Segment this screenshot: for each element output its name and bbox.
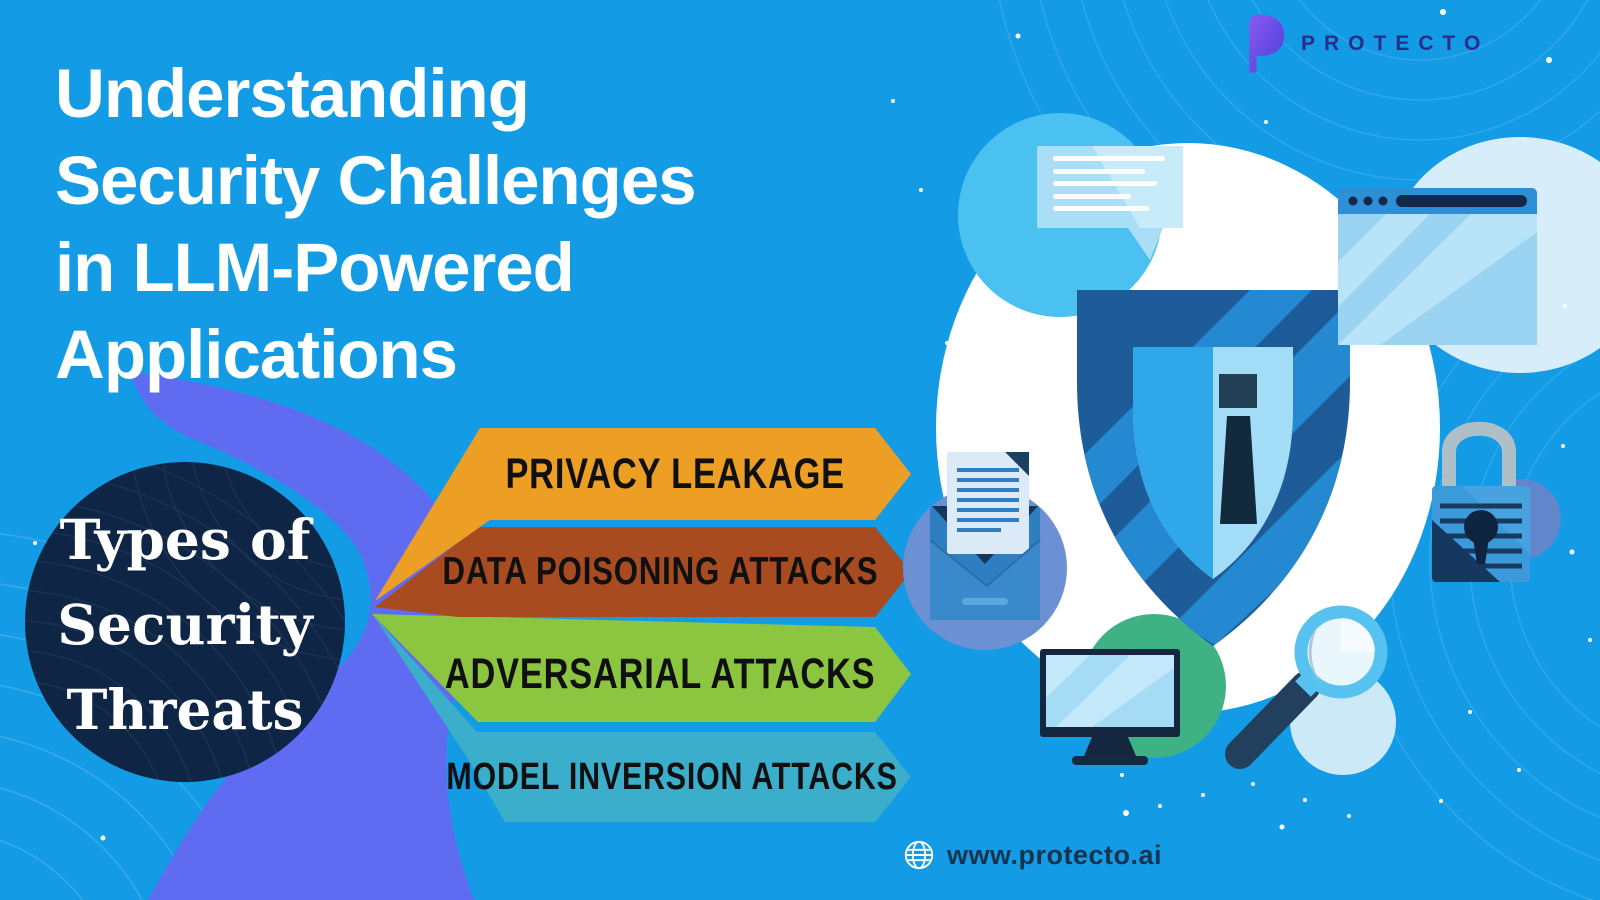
purple-ribbon [130, 372, 476, 900]
protecto-logo-icon [1249, 14, 1285, 73]
banner-model-inversion [374, 616, 911, 822]
title-line: Applications [55, 316, 458, 393]
hub-circle [25, 462, 345, 782]
alert-mark-icon [1219, 374, 1257, 524]
magnifying-glass-icon [1225, 605, 1396, 775]
padlock-icon [1432, 421, 1561, 582]
website-url: www.protecto.ai [947, 839, 1163, 870]
hub-label-line: Types of [59, 507, 311, 572]
page-title: Understanding Security Challenges in LLM… [55, 50, 697, 398]
threat-label-text: ADVERSARIAL ATTACKS [444, 650, 876, 698]
threat-label-text: MODEL INVERSION ATTACKS [446, 755, 899, 798]
threat-label-data-poisoning: DATA POISONING ATTACKS [442, 527, 878, 617]
banner-data-poisoning [375, 527, 911, 617]
title-line: Security Challenges [55, 142, 697, 219]
threat-label-model-inversion: MODEL INVERSION ATTACKS [446, 732, 899, 822]
hub-label-line: Security [57, 592, 313, 657]
star-dots [33, 9, 1592, 841]
footer: www.protecto.ai [902, 838, 1162, 872]
globe-icon [904, 840, 934, 870]
title-line: Understanding [55, 55, 530, 132]
banner-privacy-leakage [375, 428, 911, 601]
hub-label-line: Threats [66, 677, 304, 742]
chat-bubble-icon [958, 113, 1183, 317]
security-shield-icon [1077, 290, 1350, 646]
browser-window-icon [1338, 188, 1537, 345]
title-line: in LLM-Powered [55, 229, 575, 306]
brand-logo-text: PROTECTO [1301, 32, 1490, 55]
threat-label-privacy-leakage: PRIVACY LEAKAGE [455, 428, 895, 520]
computer-monitor-icon [1040, 649, 1180, 765]
brand-logo: PROTECTO [1240, 12, 1489, 76]
threat-label-text: PRIVACY LEAKAGE [505, 449, 845, 498]
threat-label-adversarial: ADVERSARIAL ATTACKS [440, 627, 880, 722]
email-letter-icon [903, 452, 1067, 650]
threat-label-text: DATA POISONING ATTACKS [442, 550, 878, 593]
hub-label: Types of Security Threats [15, 497, 355, 752]
banner-adversarial [372, 614, 911, 722]
